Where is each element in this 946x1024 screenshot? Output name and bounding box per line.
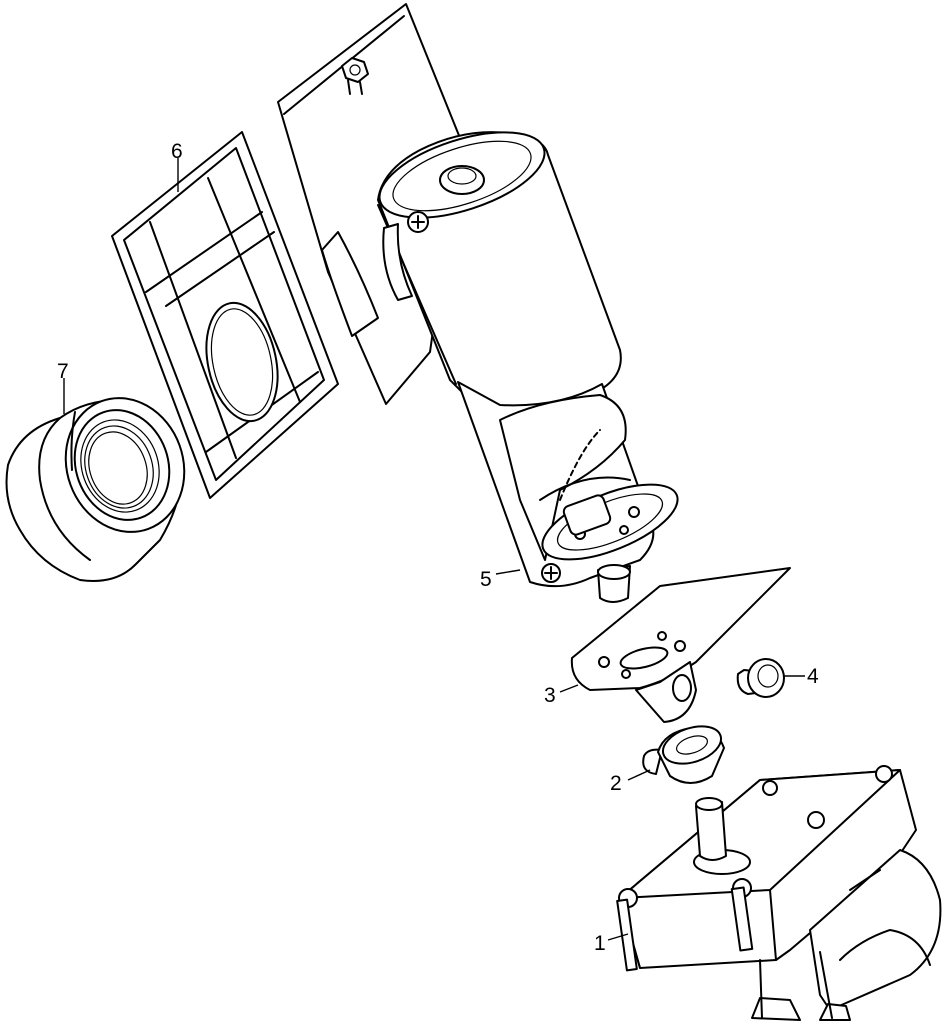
callout-label-5: 5 [480, 568, 492, 591]
part-3-bracket-plate [570, 567, 791, 723]
callout-label-6: 6 [171, 140, 183, 163]
leader-2 [627, 769, 651, 781]
screw-icon [541, 563, 561, 583]
leader-5 [495, 569, 521, 575]
part-5-auger-housing [377, 131, 679, 603]
hex-nut-icon [341, 57, 369, 95]
callout-label-1: 1 [594, 932, 606, 955]
callout-label-7: 7 [57, 360, 69, 383]
part-4-plug [736, 658, 785, 698]
leader-3 [559, 684, 579, 693]
leader-lines [63, 158, 805, 941]
part-7-threaded-collar [5, 397, 186, 582]
callout-label-3: 3 [544, 684, 556, 707]
mounting-plate [277, 3, 461, 405]
leader-1 [607, 933, 629, 941]
part-6-frame-gasket [111, 131, 339, 499]
part-2-bushing [642, 725, 725, 784]
callout-labels: 1 2 3 4 5 6 7 [57, 140, 819, 955]
callout-label-2: 2 [610, 772, 622, 795]
callout-label-4: 4 [807, 665, 819, 688]
part-1-gear-motor [616, 765, 942, 1021]
screw-icon [407, 211, 429, 233]
